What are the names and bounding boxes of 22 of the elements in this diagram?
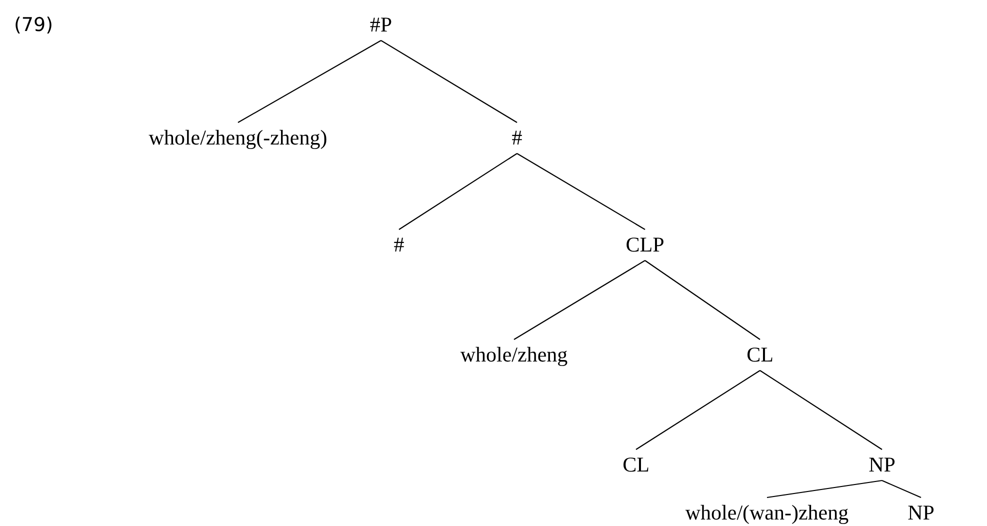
tree-branch: [882, 480, 922, 498]
tree-node-label: #: [392, 230, 406, 260]
tree-branch: [636, 370, 760, 450]
tree-node-label: whole/zheng: [458, 340, 570, 370]
tree-node-label: whole/(wan-)zheng: [683, 498, 851, 526]
tree-node-label: CL: [620, 450, 652, 480]
tree-node-label: whole/zheng(-zheng): [146, 122, 330, 154]
tree-branch: [514, 260, 646, 340]
tree-branch: [516, 153, 646, 230]
tree-branch: [760, 370, 882, 450]
tree-node-label: NP: [906, 498, 936, 526]
tree-node-label: CLP: [624, 230, 666, 260]
tree-branch: [380, 40, 518, 123]
tree-branch: [766, 480, 882, 498]
tree-node-label: CL: [744, 340, 776, 370]
example-number: (79): [14, 14, 54, 36]
tree-node-label: #P: [368, 10, 394, 40]
tree-node-label: NP: [866, 450, 898, 480]
tree-branch: [398, 153, 518, 230]
tree-branch: [644, 260, 760, 340]
tree-node-label: #: [510, 122, 524, 154]
tree-branch: [238, 40, 382, 123]
